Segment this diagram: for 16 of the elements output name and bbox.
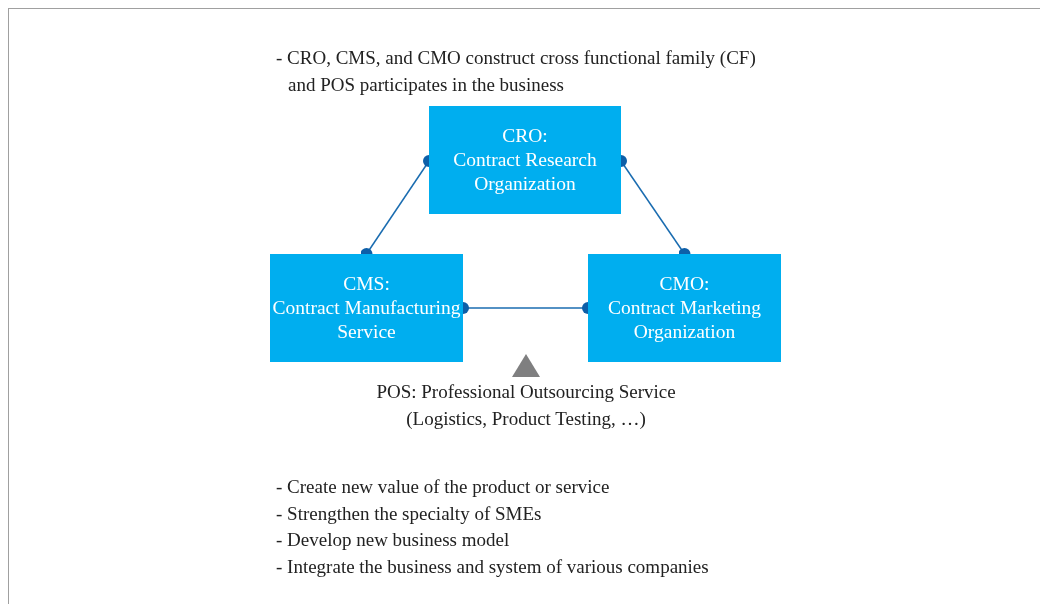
pos-heading: POS: Professional Outsourcing Service bbox=[376, 380, 676, 404]
note-text: - Strengthen the specialty of SMEs bbox=[276, 501, 543, 526]
process-box bbox=[588, 254, 781, 362]
box-heading: CRO: bbox=[502, 124, 548, 148]
note-text: - Integrate the business and system of various companies bbox=[276, 554, 710, 579]
process-box bbox=[429, 106, 621, 214]
box-description: Contract Manufacturing Service bbox=[271, 296, 462, 344]
box-heading: CMO: bbox=[659, 272, 710, 296]
pos-examples: (Logistics, Product Testing, …) bbox=[406, 407, 646, 431]
note-text: - Create new value of the product or service bbox=[276, 475, 611, 499]
process-box bbox=[270, 254, 463, 362]
box-heading: CMS: bbox=[343, 272, 390, 296]
box-description: Contract Marketing Organization bbox=[606, 296, 763, 344]
box-description: Contract Research Organization bbox=[452, 148, 598, 196]
note-text: - Develop new business model bbox=[276, 528, 511, 552]
note-text: - CRO, CMS, and CMO construct cross functional family (CF) and POS participates in the business bbox=[276, 46, 757, 97]
